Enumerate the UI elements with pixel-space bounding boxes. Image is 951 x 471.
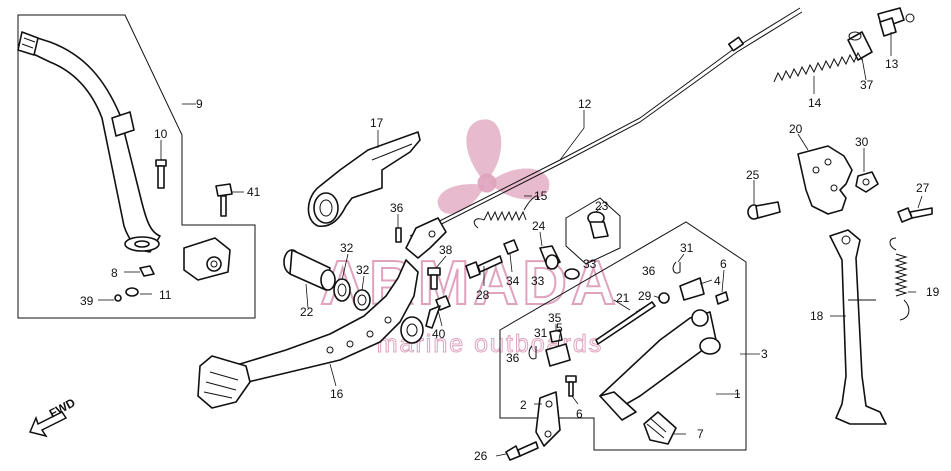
callout-41: 41 (247, 185, 261, 199)
callout-33b: 33 (531, 274, 545, 288)
callout-13: 13 (885, 57, 899, 71)
bolt-27 (897, 207, 933, 223)
bolt-23 (587, 211, 609, 239)
callouts: 9 10 41 8 11 39 17 36 12 15 23 24 32 32 … (80, 57, 940, 463)
bolt-41 (215, 183, 233, 217)
callout-21: 21 (616, 291, 630, 305)
nut-8 (139, 265, 155, 277)
washer-11 (125, 287, 139, 297)
pin-13 (877, 7, 915, 37)
bolt-40 (425, 295, 451, 329)
callout-36: 36 (390, 201, 404, 215)
callout-24: 24 (532, 219, 546, 233)
callout-34: 34 (506, 274, 520, 288)
group-outline-kick-lever (17, 14, 256, 319)
callout-25: 25 (746, 168, 760, 182)
callout-7: 7 (697, 427, 704, 441)
callout-4: 4 (714, 274, 721, 288)
callout-17: 17 (370, 116, 384, 130)
bolt-26 (505, 441, 539, 461)
nut-33-a (564, 268, 580, 280)
nut-29 (658, 292, 670, 304)
watermark-brand: ARMADA (320, 249, 620, 318)
ball-39 (114, 294, 122, 302)
callout-9: 9 (196, 97, 203, 111)
callout-40: 40 (432, 327, 446, 341)
side-stand-18 (829, 229, 887, 425)
bolt-10 (155, 159, 167, 189)
callout-19: 19 (926, 285, 940, 299)
kick-boss (183, 237, 231, 281)
callout-39: 39 (80, 294, 94, 308)
callout-32a: 32 (340, 241, 354, 255)
callout-31b: 31 (534, 326, 548, 340)
joint-24 (539, 245, 561, 270)
callout-10: 10 (154, 127, 168, 141)
dust-seal-32-b (353, 289, 371, 311)
stay-17 (307, 131, 421, 228)
callout-38: 38 (439, 243, 453, 257)
stand-bracket-20 (797, 145, 853, 215)
clevis-4 (679, 277, 705, 301)
spring-19 (889, 237, 910, 321)
callout-27: 27 (916, 181, 930, 195)
joint-5 (545, 343, 571, 367)
callout-11: 11 (159, 288, 172, 302)
pivot-shaft-22 (283, 249, 336, 291)
callout-28: 28 (476, 288, 490, 302)
callout-12: 12 (578, 97, 592, 111)
leader-lines (98, 32, 923, 457)
bolt-38 (427, 267, 441, 290)
callout-15: 15 (534, 189, 548, 203)
fwd-arrow: FWD (28, 395, 78, 438)
callout-6a: 6 (720, 257, 727, 271)
callout-30: 30 (855, 135, 869, 149)
callout-37: 37 (860, 78, 874, 92)
callout-20: 20 (789, 122, 803, 136)
nut-30 (855, 171, 879, 193)
clamp-2 (535, 391, 561, 447)
callout-1: 1 (734, 387, 741, 401)
callout-18: 18 (810, 309, 824, 323)
callout-22: 22 (300, 305, 314, 319)
callout-29: 29 (638, 289, 652, 303)
callout-31a: 31 (680, 241, 694, 255)
callout-8: 8 (111, 266, 118, 280)
brake-pedal-16 (197, 259, 424, 409)
callout-2: 2 (520, 398, 527, 412)
callout-16: 16 (330, 387, 344, 401)
collar-37 (847, 31, 873, 61)
rod-21 (595, 301, 656, 345)
callout-33a: 33 (583, 257, 597, 271)
group-outline-bolt-23 (565, 197, 621, 265)
propeller-logo (437, 119, 550, 214)
callout-35: 35 (548, 311, 562, 325)
cotter-31 (672, 261, 681, 274)
callout-6b: 6 (576, 407, 583, 421)
cotter-31-lower (528, 345, 537, 360)
dust-seal-32-a (333, 278, 351, 302)
callout-32b: 32 (356, 263, 370, 277)
spring-14 (773, 51, 863, 83)
spring-15 (473, 195, 539, 229)
nut-34 (503, 239, 519, 255)
brake-rod-12 (409, 7, 803, 241)
group-outline-pedal (499, 221, 747, 451)
bolt-6-lower (565, 375, 577, 397)
callout-26: 26 (474, 449, 488, 463)
callout-36b: 36 (642, 264, 656, 278)
brake-pedal-arm-1 (599, 309, 721, 421)
callout-36c: 36 (506, 351, 520, 365)
callout-14: 14 (808, 96, 822, 110)
pedal-rubber-7 (643, 411, 677, 445)
callout-3: 3 (761, 347, 768, 361)
callout-5: 5 (556, 321, 563, 335)
brake-arm (405, 217, 447, 259)
pin-6-upper (715, 291, 729, 305)
kick-starter-lever (17, 31, 161, 253)
pin-36 (395, 227, 402, 243)
callout-23: 23 (595, 199, 609, 213)
bolt-25 (747, 201, 781, 220)
